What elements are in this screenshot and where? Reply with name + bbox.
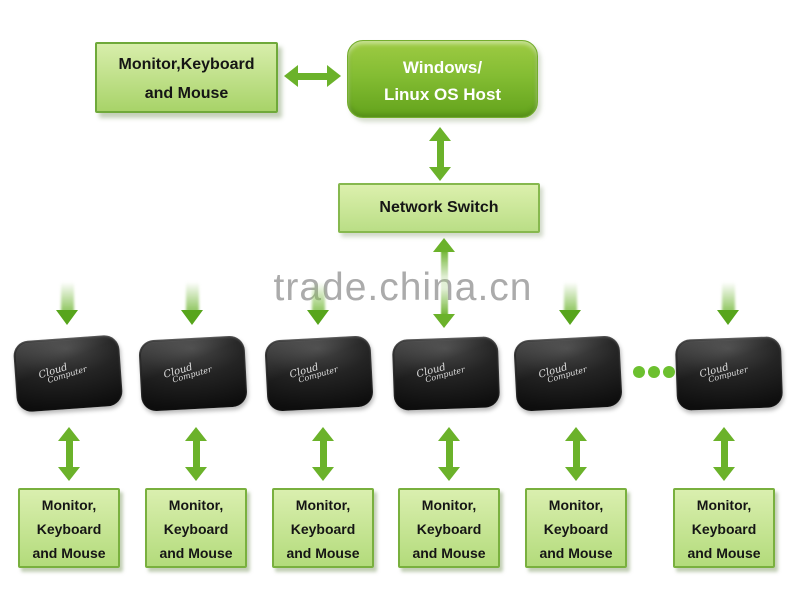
client-peripheral-box-6: Monitor, Keyboard and Mouse (673, 488, 775, 568)
arrow-shaft (572, 438, 580, 470)
arrow-network-client-1 (54, 282, 80, 326)
arrow-network-client-5 (557, 282, 583, 326)
arrow-client-peripheral-2 (184, 427, 208, 481)
more-devices-ellipsis (633, 366, 677, 378)
client-box-line3: and Mouse (159, 545, 233, 561)
client-peripheral-box-1: Monitor, Keyboard and Mouse (18, 488, 120, 568)
arrow-client-peripheral-6 (712, 427, 736, 481)
arrow-client-peripheral-3 (311, 427, 335, 481)
os-host-label-line1: Windows/ (402, 58, 483, 77)
arrow-peripheral-host (284, 64, 341, 88)
client-peripheral-box-2: Monitor, Keyboard and Mouse (145, 488, 247, 568)
arrow-switch-client-4 (432, 238, 456, 328)
arrow-shaft (192, 438, 200, 470)
client-box-line1: Monitor, (168, 497, 224, 513)
client-box-line2: Keyboard (290, 521, 356, 537)
top-peripheral-box: Monitor,Keyboard and Mouse (95, 42, 278, 113)
arrow-shaft (65, 438, 73, 470)
client-box-line2: Keyboard (163, 521, 229, 537)
arrow-host-switch (428, 127, 452, 181)
top-peripheral-label-line2: and Mouse (144, 85, 229, 102)
os-host-label-line2: Linux OS Host (383, 85, 502, 104)
client-box-line2: Keyboard (416, 521, 482, 537)
client-peripheral-box-5: Monitor, Keyboard and Mouse (525, 488, 627, 568)
arrow-shaft (440, 249, 448, 317)
arrow-shaft (563, 282, 577, 312)
arrow-shaft (295, 72, 330, 80)
arrow-shaft (720, 438, 728, 470)
arrow-network-client-6 (715, 282, 741, 326)
arrow-network-client-2 (179, 282, 205, 326)
network-switch-label: Network Switch (379, 199, 499, 216)
arrow-client-peripheral-1 (57, 427, 81, 481)
top-peripheral-label-line1: Monitor,Keyboard (118, 56, 255, 73)
client-box-line2: Keyboard (691, 521, 757, 537)
arrow-shaft (445, 438, 453, 470)
arrow-shaft (185, 282, 199, 312)
client-box-line3: and Mouse (286, 545, 360, 561)
arrow-network-client-3 (305, 282, 331, 326)
client-box-line2: Keyboard (543, 521, 609, 537)
arrow-client-peripheral-5 (564, 427, 588, 481)
client-peripheral-box-3: Monitor, Keyboard and Mouse (272, 488, 374, 568)
client-box-line3: and Mouse (687, 545, 761, 561)
network-switch-box: Network Switch (338, 183, 540, 233)
arrow-shaft (319, 438, 327, 470)
client-box-line3: and Mouse (32, 545, 106, 561)
arrow-shaft (60, 282, 74, 312)
os-host-box: Windows/ Linux OS Host (347, 40, 538, 118)
arrow-shaft (436, 138, 444, 170)
ellipsis-dot (648, 366, 660, 378)
client-box-line1: Monitor, (548, 497, 604, 513)
client-box-line1: Monitor, (696, 497, 752, 513)
client-box-line3: and Mouse (539, 545, 613, 561)
arrow-shaft (311, 282, 325, 312)
arrow-shaft (721, 282, 735, 312)
client-box-line1: Monitor, (421, 497, 477, 513)
ellipsis-dot (633, 366, 645, 378)
client-box-line1: Monitor, (295, 497, 351, 513)
ellipsis-dot (663, 366, 675, 378)
client-box-line3: and Mouse (412, 545, 486, 561)
arrow-client-peripheral-4 (437, 427, 461, 481)
client-box-line1: Monitor, (41, 497, 97, 513)
client-box-line2: Keyboard (36, 521, 102, 537)
client-peripheral-box-4: Monitor, Keyboard and Mouse (398, 488, 500, 568)
